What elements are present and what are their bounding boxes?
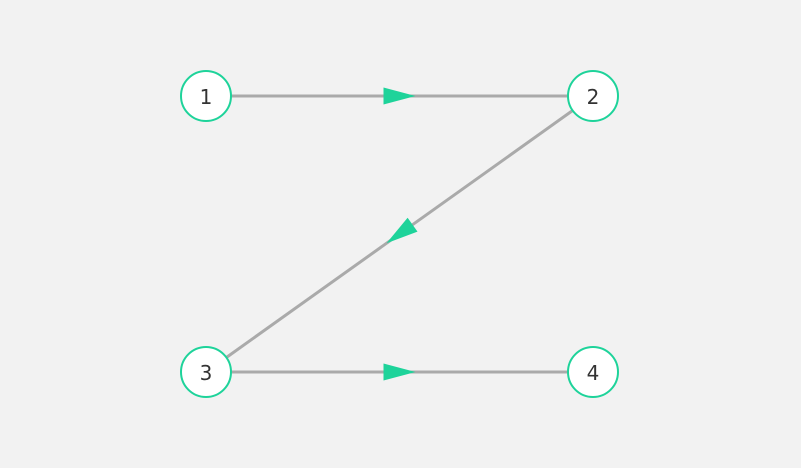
edges-layer [224,87,575,381]
node-label: 3 [200,361,213,385]
node-label: 4 [587,361,600,385]
arrowhead-icon [383,363,416,381]
node-label: 2 [587,85,600,109]
node-circle [567,346,619,398]
edge-3-4 [229,363,570,381]
node-3: 3 [180,346,232,398]
arrowhead-icon [383,87,416,105]
node-circle [180,346,232,398]
node-2: 2 [567,70,619,122]
node-circle [567,70,619,122]
edge-2-3 [224,109,575,359]
arrowhead-icon [386,217,418,244]
node-1: 1 [180,70,232,122]
node-4: 4 [567,346,619,398]
node-label: 1 [200,85,213,109]
node-circle [180,70,232,122]
nodes-layer: 1 2 3 4 [180,70,619,398]
edge-1-2 [229,87,570,105]
